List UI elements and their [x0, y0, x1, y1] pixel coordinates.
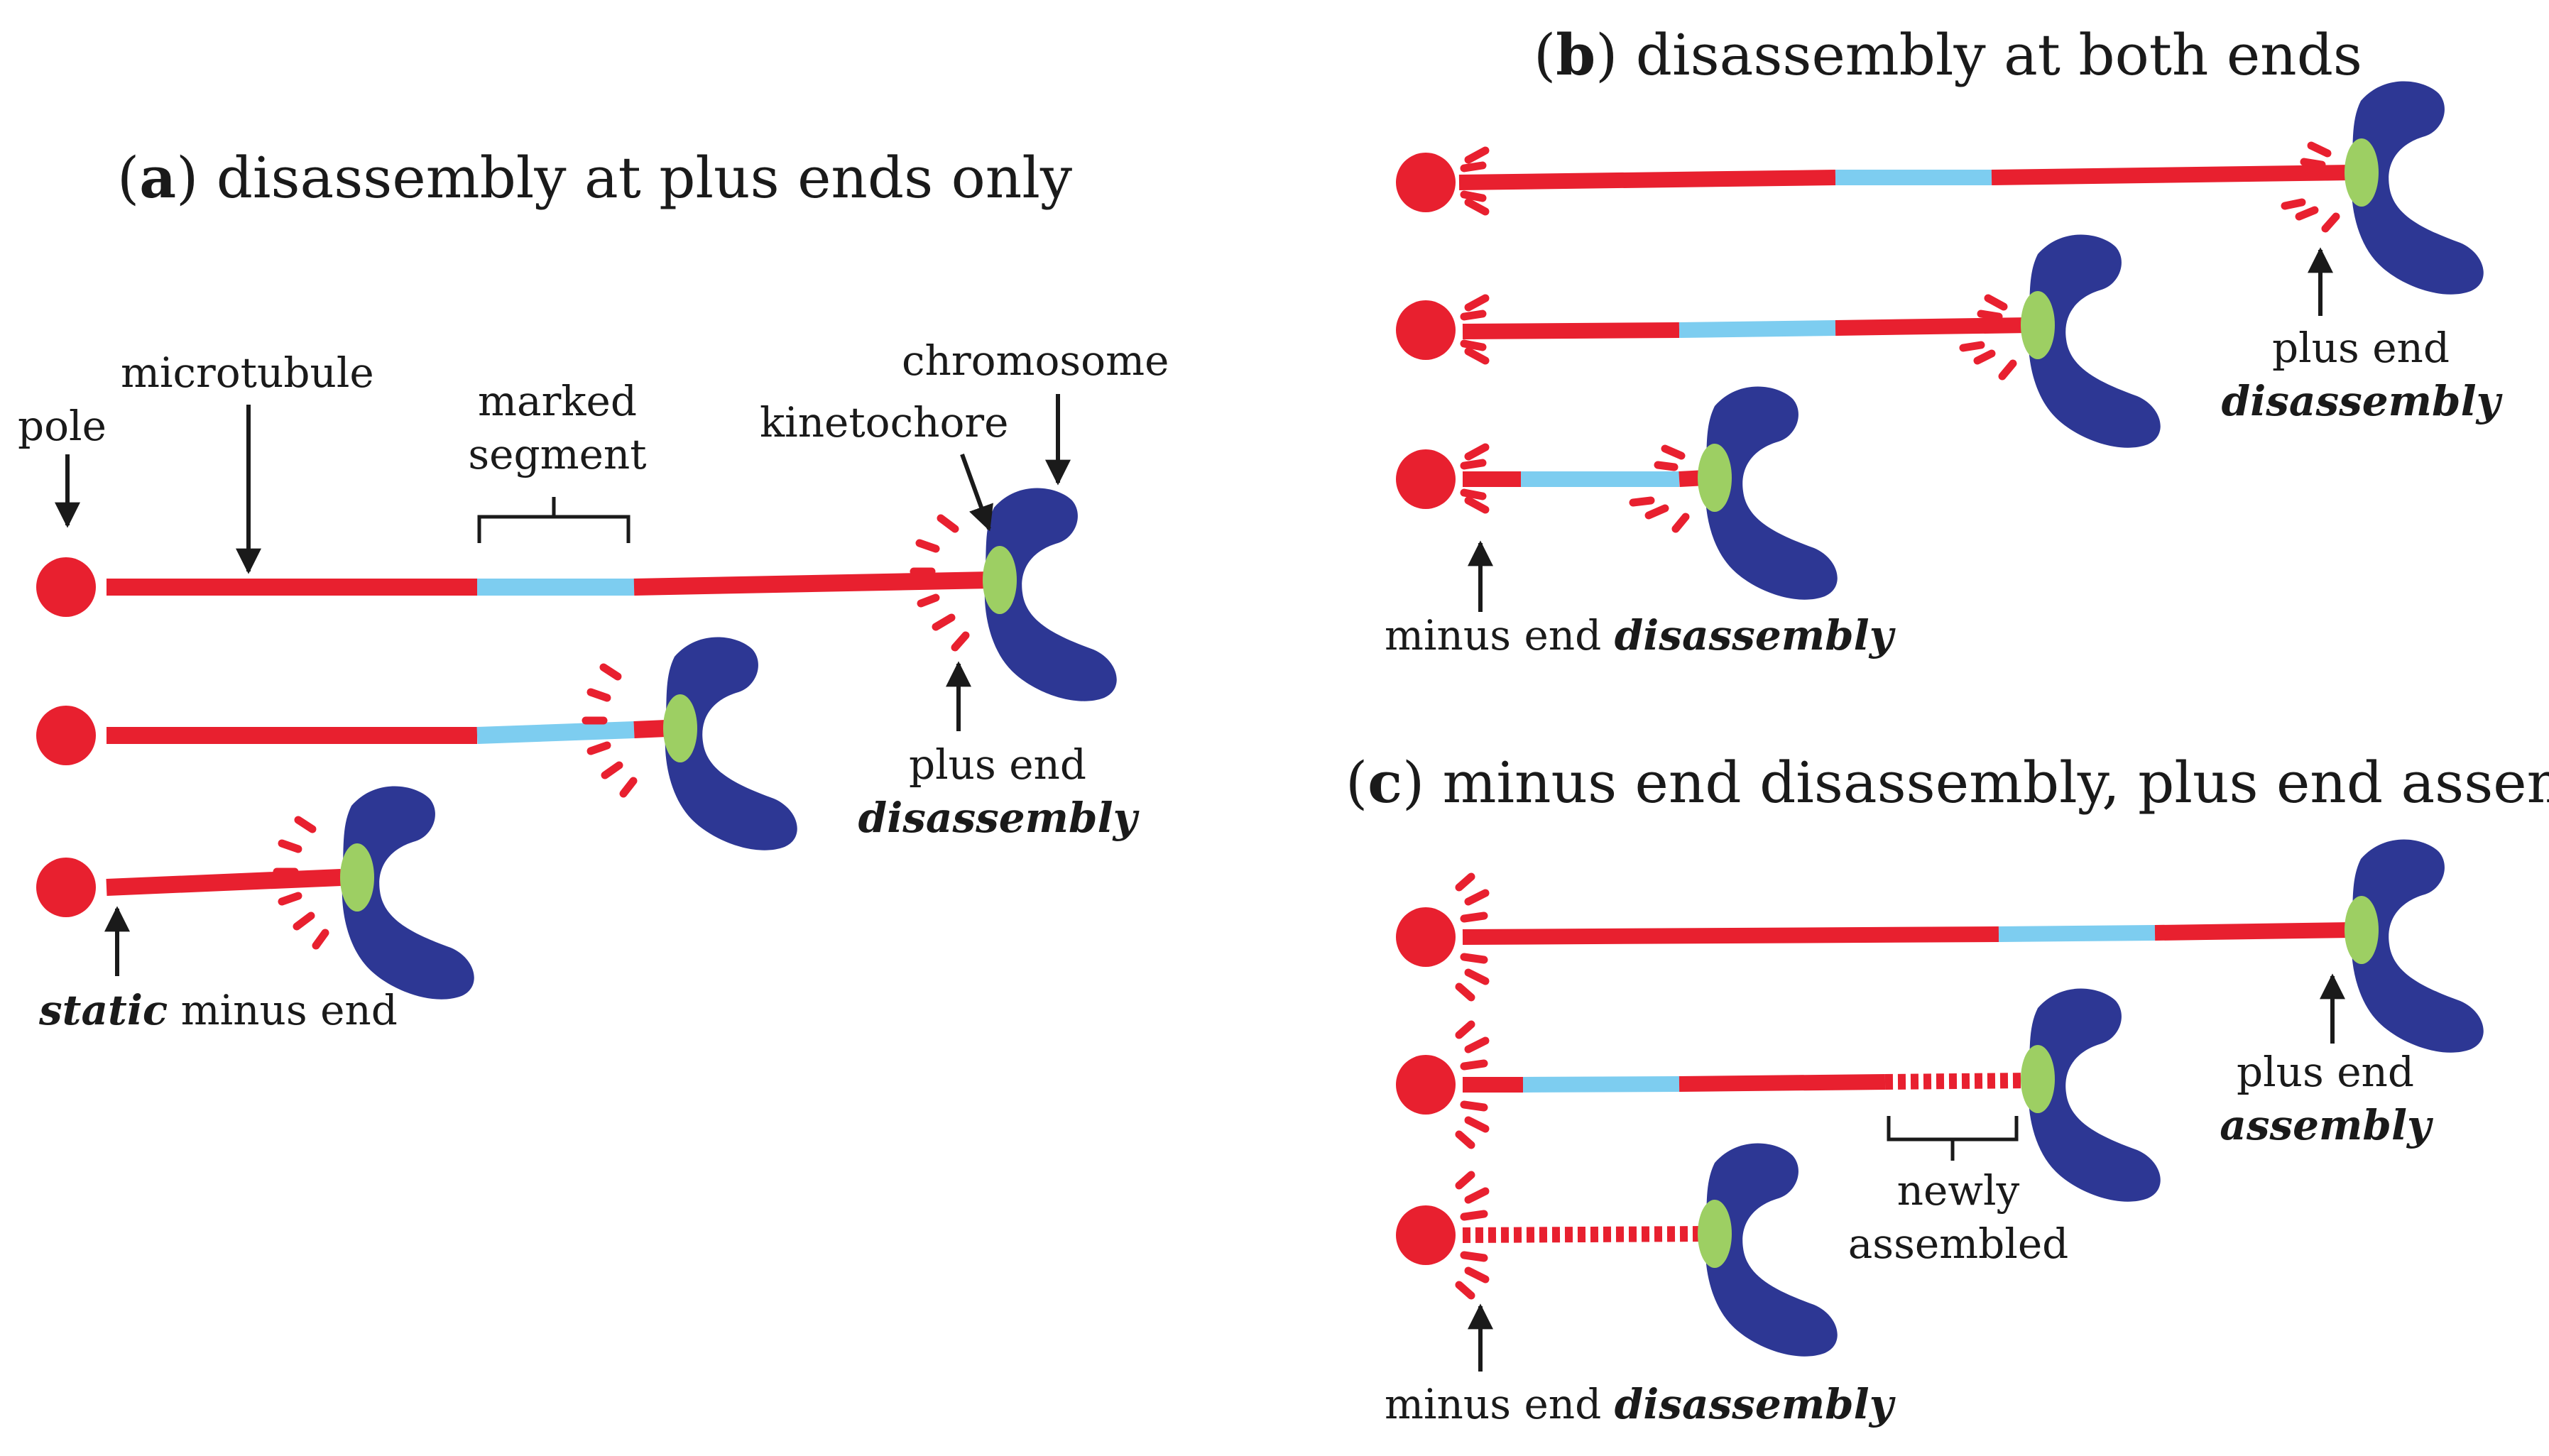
- label-marked: marked: [478, 377, 637, 425]
- b-row-2: [1396, 234, 2161, 448]
- b1-kinetochore: [2345, 138, 2379, 207]
- a3-pole: [36, 858, 96, 917]
- c1-microtubule-left: [1462, 926, 1999, 945]
- b2-minus-end-fragments: [1460, 294, 1490, 365]
- b2-pole: [1396, 300, 1456, 360]
- panel-c-title: (c) minus end disassembly, plus end asse…: [1346, 749, 2549, 816]
- label-segment: segment: [468, 430, 646, 478]
- label-b-disassembly: disassembly: [2222, 377, 2504, 425]
- bracket-newly-assembled: [1887, 1116, 2019, 1161]
- c-row-3: [1396, 1143, 1838, 1357]
- panel-a-title: (a) disassembly at plus ends only: [117, 144, 1072, 211]
- a-row-1: [36, 488, 1117, 701]
- b-row-1: [1396, 81, 2484, 295]
- a2-chromosome: [665, 637, 797, 850]
- label-c-minus-end: minus end disassembly: [1385, 1380, 1896, 1428]
- b3-kinetochore: [1698, 444, 1732, 512]
- c1-chromosome: [2351, 839, 2484, 1053]
- panel-a: pole microtubule marked segment chromoso…: [18, 336, 1169, 1034]
- a2-plus-end-fragments: [582, 663, 638, 798]
- label-static-minus-end: static minus end: [38, 986, 398, 1034]
- b1-plus-end-fragments: [2281, 141, 2340, 233]
- a3-plus-end-fragments: [273, 816, 329, 950]
- a3-chromosome: [342, 786, 474, 1000]
- c-row-1: [1396, 839, 2484, 1053]
- b1-microtubule-left: [1458, 170, 1836, 190]
- bracket-marked-segment: [477, 497, 631, 543]
- b3-chromosome: [1705, 386, 1838, 600]
- c2-kinetochore: [2021, 1045, 2055, 1113]
- a2-marked-segment: [476, 721, 635, 744]
- a-row-3: [36, 786, 474, 1000]
- panel-c: plus end assembly newly assembled minus …: [1385, 839, 2484, 1428]
- c3-pole: [1396, 1205, 1456, 1265]
- a1-kinetochore: [983, 546, 1017, 614]
- b2-marked-segment: [1679, 320, 1836, 338]
- b-row-3: [1396, 386, 1838, 600]
- a1-microtubule-right: [633, 571, 991, 596]
- b1-minus-end-fragments: [1460, 146, 1490, 216]
- label-pole: pole: [18, 402, 107, 450]
- label-newly: newly: [1897, 1166, 2020, 1215]
- b3-minus-end-fragments: [1460, 443, 1490, 514]
- b3-plus-end-fragments: [1629, 444, 1690, 533]
- c2-microtubule-right: [1679, 1074, 1886, 1092]
- b1-microtubule-right: [1991, 165, 2354, 185]
- c2-marked-segment: [1522, 1076, 1680, 1093]
- a1-chromosome: [984, 488, 1117, 701]
- a2-microtubule-right: [633, 720, 667, 738]
- label-chromosome: chromosome: [902, 336, 1169, 385]
- c2-newly-assembled: [1884, 1073, 2030, 1090]
- c1-kinetochore: [2345, 896, 2379, 964]
- c3-kinetochore: [1698, 1200, 1732, 1268]
- a3-microtubule: [106, 869, 342, 896]
- c1-marked-segment: [1998, 925, 2156, 942]
- a1-pole: [36, 557, 96, 617]
- label-c-plus-end: plus end: [2237, 1048, 2414, 1096]
- c2-chromosome: [2028, 988, 2161, 1202]
- b2-microtubule-right: [1835, 317, 2030, 336]
- c2-minus-end-fragments: [1455, 1020, 1490, 1149]
- a-row-2: [36, 637, 797, 850]
- label-c-assembly: assembly: [2220, 1101, 2434, 1149]
- c1-minus-end-fragments: [1455, 872, 1490, 1002]
- b2-plus-end-fragments: [1959, 294, 2017, 381]
- label-microtubule: microtubule: [121, 349, 374, 397]
- arrow-kinetochore: [960, 453, 993, 532]
- b2-microtubule-left: [1462, 322, 1680, 339]
- a3-kinetochore: [340, 843, 374, 912]
- label-kinetochore: kinetochore: [760, 398, 1008, 447]
- a1-plus-end-fragments: [910, 514, 970, 652]
- label-a-plus-end: plus end: [909, 740, 1086, 789]
- b1-chromosome: [2351, 81, 2484, 295]
- c3-minus-end-fragments: [1455, 1171, 1490, 1300]
- c2-pole: [1396, 1055, 1456, 1115]
- b1-pole: [1396, 153, 1456, 212]
- c3-newly-assembled: [1462, 1226, 1706, 1243]
- label-a-disassembly: disassembly: [858, 794, 1140, 842]
- c3-chromosome: [1705, 1143, 1838, 1357]
- panel-b-title: (b) disassembly at both ends: [1534, 21, 2362, 88]
- a2-kinetochore: [663, 694, 697, 762]
- panel-b: plus end disassembly minus end disassemb…: [1385, 81, 2504, 659]
- label-b-minus-end: minus end disassembly: [1385, 611, 1896, 659]
- b3-pole: [1396, 449, 1456, 509]
- c-row-2: [1396, 988, 2161, 1202]
- label-assembled: assembled: [1848, 1220, 2069, 1268]
- a2-pole: [36, 706, 96, 765]
- c1-microtubule-right: [2154, 922, 2354, 941]
- b2-chromosome: [2028, 234, 2161, 448]
- b2-kinetochore: [2021, 291, 2055, 359]
- label-b-plus-end: plus end: [2272, 324, 2450, 372]
- c1-pole: [1396, 907, 1456, 967]
